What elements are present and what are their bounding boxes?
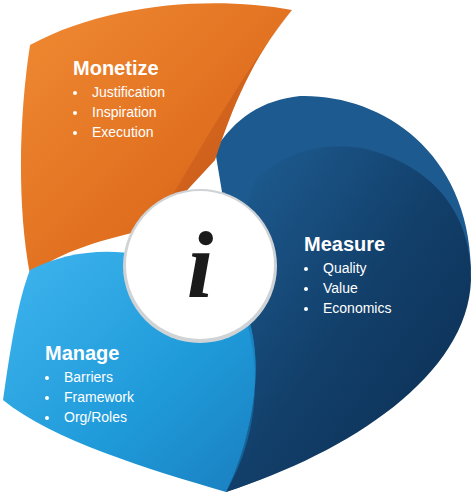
info-symbol: i (122, 187, 278, 343)
petal-heading: Measure (304, 232, 391, 256)
monetize-petal-label: MonetizeJustificationInspirationExecutio… (73, 56, 165, 142)
bullet-list: JustificationInspirationExecution (73, 82, 165, 142)
petal-heading: Monetize (73, 56, 165, 80)
bullet-item: Barriers (45, 367, 134, 387)
petal-heading: Manage (45, 341, 134, 365)
bullet-list: BarriersFrameworkOrg/Roles (45, 367, 134, 427)
bullet-item: Justification (73, 82, 165, 102)
bullet-item: Org/Roles (45, 407, 134, 427)
info-circle: i (122, 187, 278, 343)
manage-petal-label: ManageBarriersFrameworkOrg/Roles (45, 341, 134, 427)
bullet-item: Inspiration (73, 102, 165, 122)
measure-petal-label: MeasureQualityValueEconomics (304, 232, 391, 318)
bullet-list: QualityValueEconomics (304, 258, 391, 318)
bullet-item: Quality (304, 258, 391, 278)
bullet-item: Value (304, 278, 391, 298)
bullet-item: Economics (304, 298, 391, 318)
measure-petal (226, 146, 471, 492)
bullet-item: Framework (45, 387, 134, 407)
bullet-item: Execution (73, 122, 165, 142)
